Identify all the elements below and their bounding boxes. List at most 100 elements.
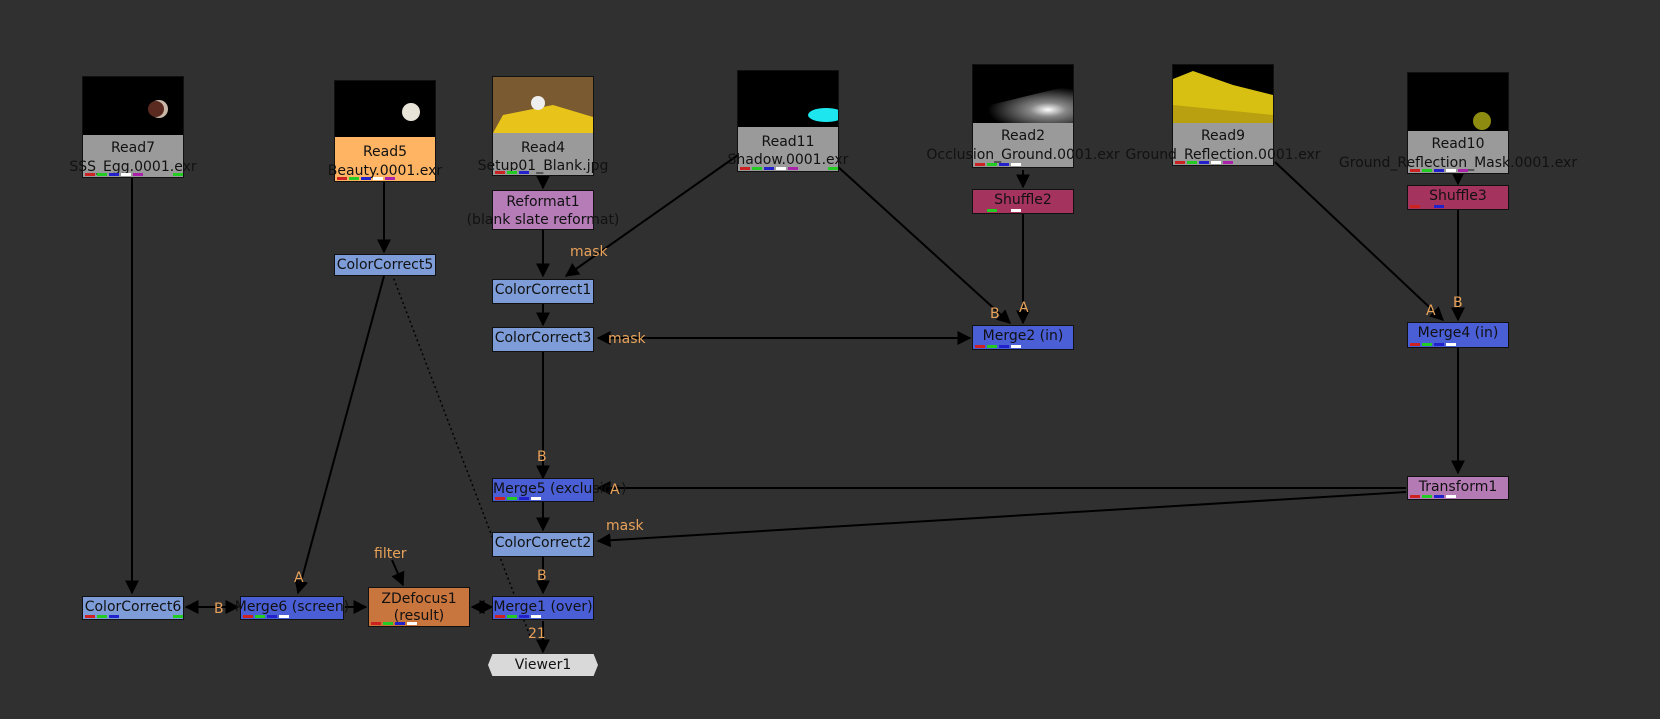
ball-thumbnail-icon — [402, 103, 420, 121]
read10-node[interactable]: Read10 Ground_Reflection_Mask.0001.exr — [1339, 72, 1577, 174]
merge6-input-b-label: B — [214, 601, 224, 617]
merge5-channel-bar — [495, 497, 567, 500]
occlusion-thumbnail-icon — [973, 85, 1073, 123]
merge4-channel-bar — [1410, 343, 1482, 346]
read7-label: Read7 — [110, 140, 156, 156]
zdefocus1-sub: (result) — [393, 608, 445, 624]
zdefocus1-channel-bar — [371, 622, 443, 625]
merge2-label: Merge2 (in) — [982, 328, 1064, 344]
reformat1-sub: (blank slate reformat) — [466, 212, 620, 228]
transform1-label: Transform1 — [1418, 479, 1498, 495]
read2-label: Read2 — [1000, 128, 1046, 144]
merge4-input-b-label: B — [1453, 295, 1463, 311]
read5-channel-bar — [337, 177, 409, 180]
read7-thumbnail — [83, 77, 183, 135]
colorcorrect1-label: ColorCorrect1 — [494, 282, 592, 298]
mask-input-label: mask — [608, 331, 646, 347]
merge5-input-a-label: A — [610, 482, 620, 498]
colorcorrect6-node[interactable]: ColorCorrect6 — [82, 596, 184, 620]
merge1-node[interactable]: Merge1 (over) — [492, 596, 594, 620]
read4-label: Read4 — [520, 140, 566, 156]
read11-channel-bar — [740, 167, 838, 170]
colorcorrect3-node[interactable]: ColorCorrect3 — [492, 327, 594, 352]
egg-thumbnail-icon — [148, 100, 168, 118]
read4-file: Setup01_Blank.jpg — [477, 158, 609, 174]
read4-channel-bar — [495, 171, 567, 174]
read5-file: Beauty.0001.exr — [327, 163, 443, 179]
colorcorrect2-node[interactable]: ColorCorrect2 — [492, 532, 594, 557]
edge-filter-zdefocus1 — [391, 559, 405, 587]
read4-node[interactable]: Read4 Setup01_Blank.jpg — [478, 76, 608, 176]
read10-label: Read10 — [1431, 136, 1485, 152]
mask-thumbnail-icon — [1473, 112, 1491, 130]
viewer-input-numbers: 21 — [528, 626, 546, 642]
edge-read11-cc1-mask — [564, 154, 739, 277]
reformat1-label: Reformat1 — [506, 194, 580, 210]
shuffle2-node[interactable]: Shuffle2 — [972, 189, 1074, 214]
read5-label: Read5 — [362, 144, 408, 160]
read9-label: Read9 — [1200, 128, 1246, 144]
read9-thumbnail — [1173, 65, 1273, 123]
read2-node[interactable]: Read2 Occlusion_Ground.0001.exr — [926, 64, 1120, 168]
read5-node[interactable]: Read5 Beauty.0001.exr — [328, 80, 442, 182]
read11-node[interactable]: Read11 Shadow.0001.exr — [728, 70, 848, 172]
read5-thumbnail — [335, 81, 435, 137]
read11-label: Read11 — [761, 134, 815, 150]
merge4-input-a-label: A — [1426, 303, 1436, 319]
merge6-channel-bar — [243, 615, 315, 618]
colorcorrect5-label: ColorCorrect5 — [336, 257, 434, 273]
colorcorrect2-label: ColorCorrect2 — [494, 535, 592, 551]
colorcorrect1-node[interactable]: ColorCorrect1 — [492, 279, 594, 304]
merge2-channel-bar — [975, 345, 1047, 348]
merge1-input-b-label: B — [537, 568, 547, 584]
edge-read9-merge4 — [1274, 161, 1445, 321]
read10-thumbnail — [1408, 73, 1508, 131]
viewer1-label: Viewer1 — [514, 657, 572, 673]
read7-node[interactable]: Read7 SSS_Egg.0001.exr — [69, 76, 197, 178]
transform1-node[interactable]: Transform1 — [1407, 476, 1509, 500]
read10-file: Ground_Reflection_Mask.0001.exr — [1338, 155, 1578, 171]
merge5-input-b-label: B — [537, 449, 547, 465]
shuffle3-channel-bar — [1410, 205, 1482, 208]
merge5-label: Merge5 (exclusion) — [493, 481, 627, 497]
merge6-input-a-label: A — [294, 570, 304, 586]
transform1-channel-bar — [1410, 495, 1482, 498]
zdefocus-filter-label: filter — [374, 546, 407, 562]
reformat1-node[interactable]: Reformat1 (blank slate reformat) — [467, 190, 619, 230]
read2-thumbnail — [973, 65, 1073, 123]
merge2-node[interactable]: Merge2 (in) — [972, 325, 1074, 350]
merge6-node[interactable]: Merge6 (screen) — [235, 596, 349, 620]
read10-channel-bar — [1410, 169, 1482, 172]
read7-channel-bar — [85, 173, 183, 176]
shuffle2-label: Shuffle2 — [994, 192, 1052, 208]
mask-input-label: mask — [570, 244, 608, 260]
merge2-input-b-label: B — [990, 306, 1000, 322]
viewer1-node[interactable]: Viewer1 — [488, 654, 598, 676]
mask-input-label: mask — [606, 518, 644, 534]
read11-file: Shadow.0001.exr — [727, 152, 849, 168]
shuffle3-label: Shuffle3 — [1429, 188, 1487, 204]
edge-transform1-cc2-mask — [596, 491, 1407, 548]
merge1-label: Merge1 (over) — [493, 599, 593, 615]
read2-file: Occlusion_Ground.0001.exr — [926, 147, 1120, 163]
merge5-node[interactable]: Merge5 (exclusion) — [492, 478, 627, 502]
read11-thumbnail — [738, 71, 838, 127]
cheese-thumbnail-icon — [493, 77, 593, 133]
read9-node[interactable]: Read9 Ground_Reflection.0001.exr — [1125, 64, 1321, 166]
colorcorrect5-node[interactable]: ColorCorrect5 — [334, 254, 436, 276]
edge-read11-merge2 — [835, 164, 1012, 324]
shadow-thumbnail-icon — [808, 108, 838, 122]
zdefocus1-label: ZDefocus1 — [381, 591, 457, 607]
merge2-input-a-label: A — [1019, 300, 1029, 316]
shuffle3-node[interactable]: Shuffle3 — [1407, 185, 1509, 210]
zdefocus1-node[interactable]: ZDefocus1 (result) — [368, 587, 470, 627]
colorcorrect3-label: ColorCorrect3 — [494, 330, 592, 346]
merge1-channel-bar — [495, 615, 567, 618]
merge4-node[interactable]: Merge4 (in) — [1407, 322, 1509, 348]
edge-cc5-merge6 — [294, 275, 385, 595]
read2-channel-bar — [975, 163, 1047, 166]
read9-channel-bar — [1175, 161, 1247, 164]
merge6-label: Merge6 (screen) — [234, 599, 350, 615]
merge4-label: Merge4 (in) — [1417, 325, 1499, 341]
